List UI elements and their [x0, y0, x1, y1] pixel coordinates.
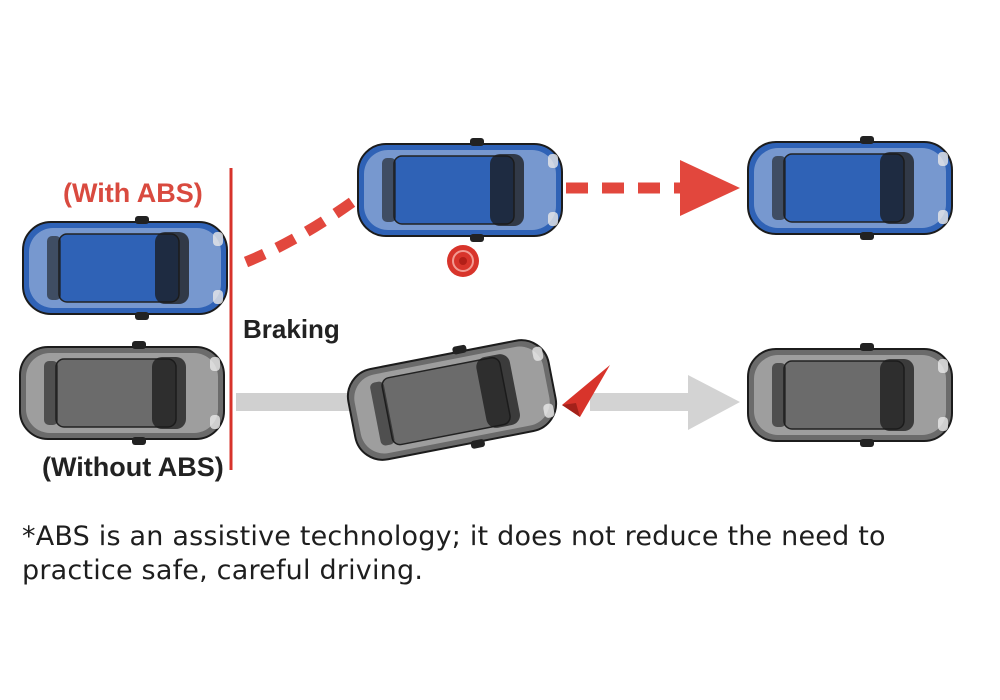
grey-car-icon: [19, 340, 225, 446]
no-abs-path-after: [590, 393, 690, 411]
with-abs-label: (With ABS): [63, 178, 203, 208]
blue-car-icon: [357, 137, 563, 243]
no-abs-arrow-head: [688, 375, 740, 430]
grey-car-icon: [747, 342, 953, 448]
braking-label: Braking: [243, 314, 340, 344]
without-abs-label: (Without ABS): [42, 452, 224, 482]
abs-arrow-head: [680, 160, 740, 216]
abs-steering-path: [243, 193, 362, 268]
blue-car-icon: [22, 215, 228, 321]
warning-triangle-icon: [562, 365, 610, 417]
grey-car-icon: [340, 328, 564, 472]
no-abs-path: [236, 393, 356, 411]
blue-car-icon: [747, 135, 953, 241]
obstacle-target-icon: [447, 245, 479, 277]
disclaimer-text: *ABS is an assistive technology; it does…: [22, 521, 886, 586]
